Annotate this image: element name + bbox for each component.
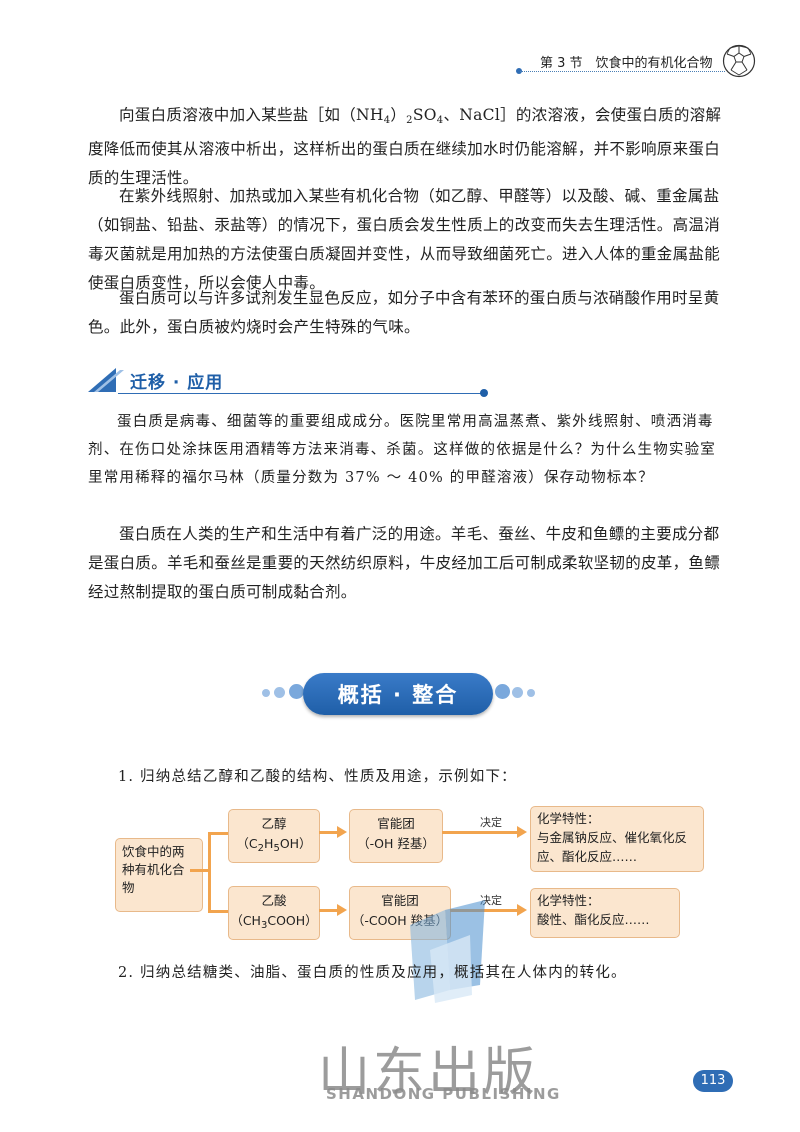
acid-props-title: 化学特性： <box>537 893 600 908</box>
arrow <box>517 826 527 838</box>
paragraph-uses: 蛋白质在人类的生产和生活中有着广泛的用途。羊毛、蚕丝、牛皮和鱼鳔的主要成分都是蛋… <box>88 525 721 601</box>
arrow <box>337 904 347 916</box>
acid-props: 酸性、酯化反应…… <box>537 912 650 927</box>
ethanol-properties-box: 化学特性： 与金属钠反应、催化氧化反应、酯化反应…… <box>530 806 704 872</box>
acid-properties-box: 化学特性： 酸性、酯化反应…… <box>530 888 680 938</box>
arrow <box>337 826 347 838</box>
summary-heading: 概括 · 整合 <box>337 683 459 707</box>
watermark-publisher-en: SHANDONG PUBLISHING <box>326 1085 561 1103</box>
ethanol-props: 与金属钠反应、催化氧化反应、酯化反应…… <box>537 830 688 864</box>
ethanol-group-label: 官能团 <box>377 816 415 831</box>
acetic-acid-box: 乙酸 （CH3COOH） <box>228 886 320 940</box>
header-dot <box>516 68 522 74</box>
watermark-publisher-cn: 山东出版 <box>318 1043 539 1103</box>
connector <box>190 869 210 872</box>
exercise-1: 1. 归纳总结乙醇和乙酸的结构、性质及用途，示例如下： <box>118 769 517 785</box>
diagram-root-box: 饮食中的两种有机化合物 <box>115 838 203 912</box>
section-banner-icon <box>88 368 124 392</box>
decor-bubble <box>495 684 510 699</box>
determines-label: 决定 <box>480 894 502 907</box>
ethanol-name: 乙醇 <box>261 816 287 831</box>
application-question: 蛋白质是病毒、细菌等的重要组成成分。医院里常用高温蒸煮、紫外线照射、喷洒消毒剂、… <box>88 414 716 486</box>
decor-bubble <box>274 687 285 698</box>
connector <box>319 909 339 912</box>
ethanol-box: 乙醇 （C2H5OH） <box>228 809 320 863</box>
decor-bubble <box>512 687 523 698</box>
connector <box>208 832 211 913</box>
header-rule <box>520 71 725 72</box>
determines-label: 决定 <box>480 816 502 829</box>
ethanol-props-title: 化学特性： <box>537 811 600 826</box>
exercise-2: 2. 归纳总结糖类、油脂、蛋白质的性质及应用，概括其在人体内的转化。 <box>118 965 627 981</box>
acid-formula: （CH3COOH） <box>230 913 318 931</box>
page-number: 113 <box>693 1070 733 1092</box>
fullerene-icon <box>722 44 756 78</box>
section-rule-dot <box>480 389 488 397</box>
section-title-application: 迁移 · 应用 <box>130 373 224 393</box>
ethanol-formula: （C2H5OH） <box>236 836 312 854</box>
connector <box>319 831 339 834</box>
paragraph-denaturation: 在紫外线照射、加热或加入某些有机化合物（如乙醇、甲醛等）以及酸、碱、重金属盐（如… <box>88 187 721 292</box>
acid-name: 乙酸 <box>261 893 287 908</box>
ethanol-group: （-OH 羟基） <box>357 836 435 851</box>
connector <box>208 910 228 913</box>
running-header: 第 3 节 饮食中的有机化合物 <box>540 56 713 71</box>
decor-bubble <box>289 684 304 699</box>
arrow <box>517 904 527 916</box>
watermark-book-logo <box>410 900 485 1003</box>
paragraph-color-reaction: 蛋白质可以与许多试剂发生显色反应，如分子中含有苯环的蛋白质与浓硝酸作用时呈黄色。… <box>88 289 720 336</box>
connector <box>442 831 518 834</box>
connector <box>208 832 228 835</box>
ethanol-group-box: 官能团 （-OH 羟基） <box>349 809 443 863</box>
paragraph-salting-out: 向蛋白质溶液中加入某些盐［如（NH4）2SO4、NaCl］的浓溶液，会使蛋白质的… <box>88 106 722 187</box>
summary-heading-pill <box>303 673 493 715</box>
acid-group-label: 官能团 <box>381 893 419 908</box>
decor-bubble <box>262 689 270 697</box>
section-rule <box>118 393 483 394</box>
decor-bubble <box>527 689 535 697</box>
